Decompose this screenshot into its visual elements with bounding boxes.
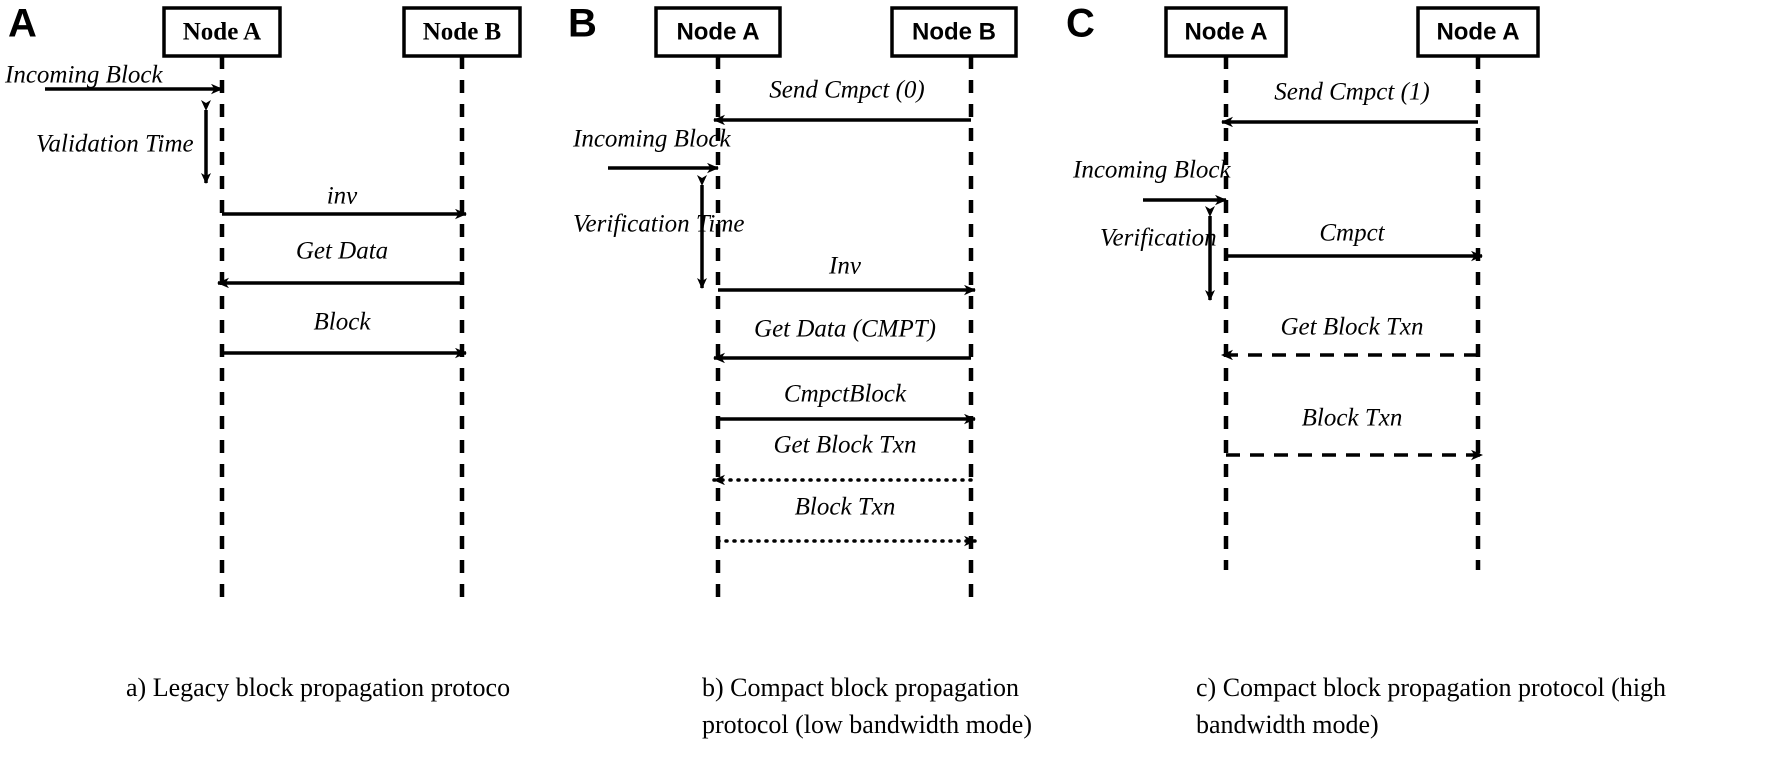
panel-c-send-cmpct-1-label: Send Cmpct (1) bbox=[1274, 79, 1430, 106]
panel-b-node-b-box bbox=[890, 6, 1018, 58]
panel-a-node-a-box bbox=[162, 6, 282, 58]
panel-c-node-a-left-label: Node A bbox=[1184, 18, 1267, 45]
panel-a-validation-time-label: Validation Time bbox=[36, 131, 194, 158]
panel-b-caption-line-1: b) Compact block propagation bbox=[702, 673, 1019, 702]
panel-c-node-a-right-box bbox=[1416, 6, 1540, 58]
panel-b: B Node A Node B Send Cmpct (0) Incoming … bbox=[568, 2, 1018, 600]
panel-b-caption-line-2: protocol (low bandwidth mode) bbox=[702, 710, 1032, 739]
panel-c-caption-line-1: c) Compact block propagation protocol (h… bbox=[1196, 673, 1666, 702]
panel-c-node-a-left-box bbox=[1164, 6, 1288, 58]
panel-a-block-label: Block bbox=[314, 309, 372, 336]
panel-b-send-cmpct-0-label: Send Cmpct (0) bbox=[769, 77, 925, 104]
panel-c-cmpct-label: Cmpct bbox=[1319, 220, 1385, 247]
panel-c-block-txn-label: Block Txn bbox=[1302, 405, 1403, 432]
captions: a) Legacy block propagation protoco b) C… bbox=[126, 673, 1666, 739]
panel-c-verification-label: Verification bbox=[1100, 225, 1217, 252]
panel-c-incoming-block-label: Incoming Block bbox=[1072, 157, 1231, 184]
panel-a-node-b-box bbox=[402, 6, 522, 58]
panel-b-block-txn-label: Block Txn bbox=[795, 494, 896, 521]
panel-a-incoming-block-label: Incoming Block bbox=[4, 62, 163, 89]
panel-b-incoming-block-label: Incoming Block bbox=[572, 126, 731, 153]
panel-c-caption-line-2: bandwidth mode) bbox=[1196, 710, 1379, 739]
panel-b-node-b-label: Node B bbox=[912, 18, 996, 45]
panel-a-letter: A bbox=[8, 2, 37, 46]
panel-a-node-b-label: Node B bbox=[423, 19, 501, 46]
panel-b-verification-time-label: Verification Time bbox=[573, 211, 745, 238]
panel-c-get-block-txn-label: Get Block Txn bbox=[1280, 314, 1423, 341]
panel-b-get-data-cmpt-label: Get Data (CMPT) bbox=[754, 316, 936, 343]
panel-b-letter: B bbox=[568, 2, 597, 46]
panel-a-inv-label: inv bbox=[327, 183, 358, 210]
panel-b-cmpct-block-label: CmpctBlock bbox=[784, 381, 907, 408]
panel-c-letter: C bbox=[1066, 2, 1095, 46]
panel-a-caption-line-1: a) Legacy block propagation protoco bbox=[126, 673, 510, 702]
panel-a-node-a-label: Node A bbox=[183, 19, 261, 46]
panel-c-node-a-right-label: Node A bbox=[1436, 18, 1519, 45]
panel-a-get-data-label: Get Data bbox=[296, 238, 388, 265]
panel-b-node-a-label: Node A bbox=[676, 18, 759, 45]
panel-b-node-a-box bbox=[654, 6, 782, 58]
panel-a: A Node A Node B Incoming Block Validatio… bbox=[4, 2, 522, 600]
panel-b-get-block-txn-label: Get Block Txn bbox=[773, 432, 916, 459]
panel-c: C Node A Node A Send Cmpct (1) Incoming … bbox=[1066, 2, 1540, 570]
panel-b-inv-label: Inv bbox=[828, 253, 862, 280]
